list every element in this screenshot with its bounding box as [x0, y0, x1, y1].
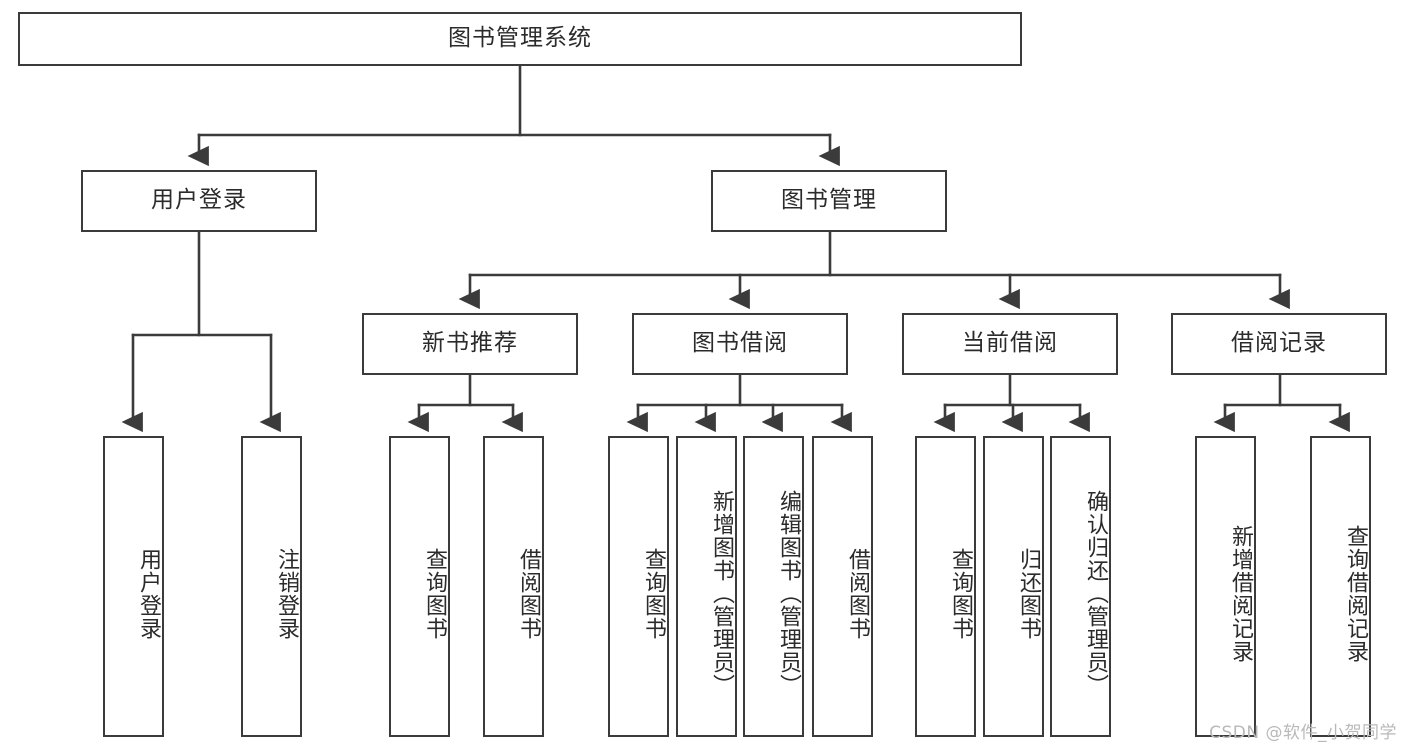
leaf-label: 查询图书 [641, 547, 666, 640]
node-root[interactable]: 图书管理系统 [18, 12, 1022, 66]
leaf-user-login-login[interactable]: 用户登录 [103, 436, 164, 737]
node-new-book-recommend[interactable]: 新书推荐 [362, 313, 578, 375]
leaf-book-borrow-add[interactable]: 新增图书（管理员） [676, 436, 737, 737]
node-root-label: 图书管理系统 [448, 25, 592, 52]
node-user-login-label: 用户登录 [151, 187, 247, 214]
leaf-book-borrow-borrow[interactable]: 借阅图书 [812, 436, 873, 737]
node-book-management-label: 图书管理 [781, 187, 877, 214]
leaf-label: 借阅图书 [845, 547, 870, 640]
node-user-login[interactable]: 用户登录 [81, 170, 317, 232]
leaf-new-book-query[interactable]: 查询图书 [389, 436, 450, 737]
node-current-borrow[interactable]: 当前借阅 [902, 313, 1118, 375]
leaf-borrow-record-add[interactable]: 新增借阅记录 [1195, 436, 1256, 737]
leaf-current-borrow-confirm[interactable]: 确认归还（管理员） [1050, 436, 1111, 737]
leaf-label: 查询借阅记录 [1343, 524, 1368, 663]
leaf-borrow-record-query[interactable]: 查询借阅记录 [1310, 436, 1371, 737]
leaf-book-borrow-edit[interactable]: 编辑图书（管理员） [743, 436, 804, 737]
leaf-book-borrow-query[interactable]: 查询图书 [608, 436, 669, 737]
watermark: CSDN @软件_小贺同学 [1209, 723, 1397, 743]
node-book-borrow[interactable]: 图书借阅 [632, 313, 848, 375]
leaf-current-borrow-return[interactable]: 归还图书 [983, 436, 1044, 737]
leaf-label: 查询图书 [948, 547, 973, 640]
leaf-label: 归还图书 [1016, 547, 1041, 640]
leaf-label: 注销登录 [274, 547, 299, 640]
leaf-new-book-borrow[interactable]: 借阅图书 [483, 436, 544, 737]
leaf-label: 新增借阅记录 [1228, 524, 1253, 663]
node-new-book-recommend-label: 新书推荐 [422, 330, 518, 357]
leaf-user-login-logout[interactable]: 注销登录 [241, 436, 302, 737]
leaf-label: 用户登录 [136, 547, 161, 640]
node-borrow-record-label: 借阅记录 [1231, 330, 1327, 357]
leaf-label: 借阅图书 [516, 547, 541, 640]
node-book-borrow-label: 图书借阅 [692, 330, 788, 357]
leaf-current-borrow-query[interactable]: 查询图书 [915, 436, 976, 737]
leaf-label: 确认归还（管理员） [1083, 490, 1108, 697]
node-book-management[interactable]: 图书管理 [711, 170, 947, 232]
leaf-label: 查询图书 [422, 547, 447, 640]
leaf-label: 新增图书（管理员） [709, 490, 734, 697]
node-borrow-record[interactable]: 借阅记录 [1171, 313, 1387, 375]
node-current-borrow-label: 当前借阅 [962, 330, 1058, 357]
leaf-label: 编辑图书（管理员） [776, 490, 801, 697]
